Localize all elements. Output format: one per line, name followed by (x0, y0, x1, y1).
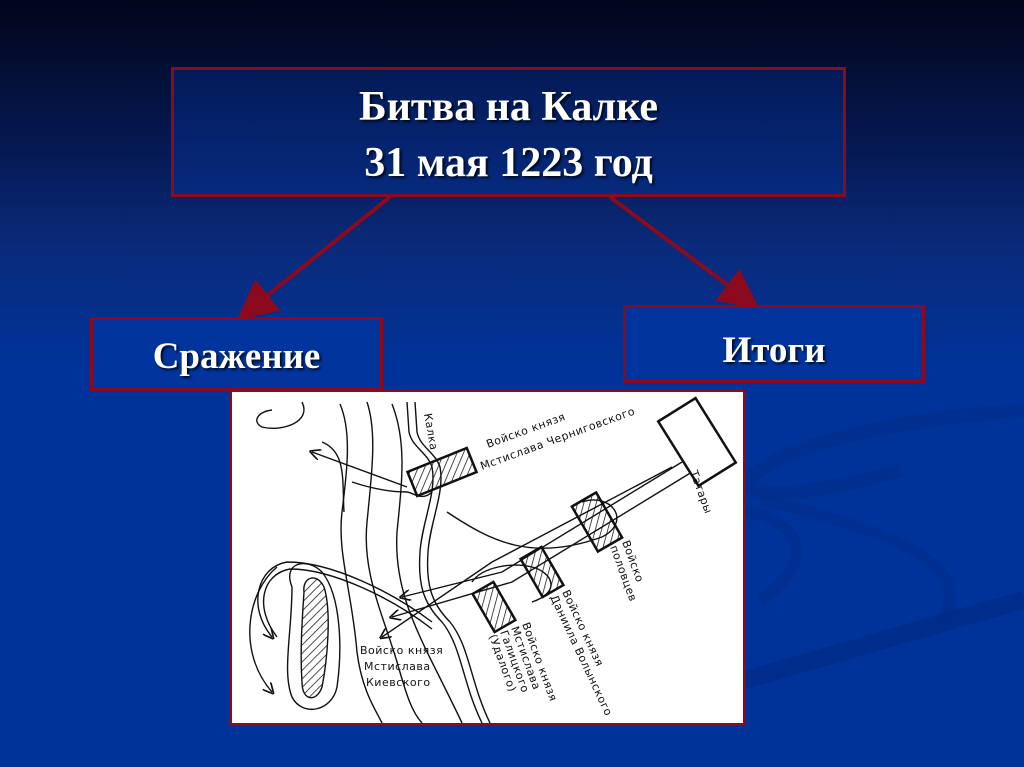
label-kiev-1: Войско князя (360, 644, 443, 657)
results-link-box[interactable]: Итоги (623, 305, 925, 383)
results-label: Итоги (722, 330, 826, 371)
arrow-to-results (608, 195, 760, 309)
slide-date: 31 мая 1223 год (364, 140, 653, 186)
label-kiev-2: Мстислава (364, 660, 431, 673)
battle-label: Сражение (152, 336, 321, 377)
battle-map-drawing: Калка Войско князя Мстислава Черниговско… (249, 396, 738, 723)
river-label: Калка (421, 412, 440, 451)
label-kiev-3: Киевского (366, 676, 431, 689)
title-box: Битва на Калке 31 мая 1223 год (171, 67, 846, 197)
battle-map: Калка Войско князя Мстислава Черниговско… (229, 389, 746, 726)
arrow-to-battle (236, 195, 392, 321)
battle-link-box[interactable]: Сражение (90, 317, 383, 391)
slide-title: Битва на Калке (358, 84, 659, 130)
